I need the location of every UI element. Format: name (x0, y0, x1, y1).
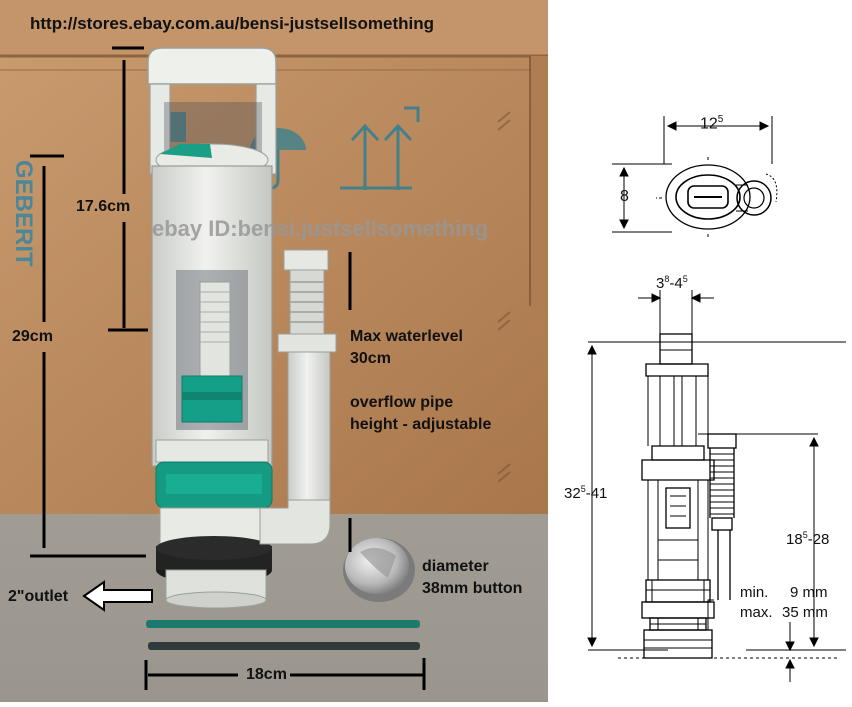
drawing-lines (587, 116, 846, 682)
photo-measure-lines (30, 46, 426, 690)
height-29-label: 29cm (12, 328, 53, 345)
button-dimension: 38-45 (656, 274, 688, 292)
diameter-label-line2: 38mm button (422, 580, 523, 597)
top-width-base: 12 (700, 115, 718, 133)
diameter-label-line1: diameter (422, 558, 489, 575)
overflow-height-dimension: 185-28 (786, 530, 829, 548)
max-value: 35 mm (782, 604, 828, 621)
outlet-label: 2"outlet (8, 588, 69, 605)
flush-valve (147, 47, 277, 609)
total-rest: -41 (585, 485, 608, 502)
photo-scene: GEBERIT (0, 0, 548, 702)
min-value: 9 mm (790, 584, 828, 601)
product-photo: GEBERIT (0, 0, 548, 702)
flush-button (343, 538, 415, 602)
overflow-label-line1: overflow pipe (350, 394, 454, 411)
max-water-label-line2: 30cm (350, 350, 391, 367)
overflow-rest: -28 (807, 531, 830, 548)
overflow-base: 18 (786, 531, 803, 548)
green-rod (146, 620, 420, 628)
total-sup: 5 (580, 484, 586, 494)
overflow-sup: 5 (802, 530, 808, 540)
button-sup-a: 8 (664, 274, 670, 284)
max-label: max. (740, 604, 773, 621)
outlet-arrow (82, 580, 153, 612)
total-height-dimension: 325-41 (564, 484, 607, 502)
top-height-dimension: 8 (620, 188, 629, 205)
store-url-text: http://stores.ebay.com.au/bensi-justsell… (30, 14, 434, 33)
button-dash: -4 (669, 275, 683, 292)
total-base: 32 (564, 485, 581, 502)
button-base-a: 3 (656, 275, 665, 292)
box-staples (497, 111, 511, 483)
top-width-dimension: 125 (700, 114, 723, 133)
width-18-label: 18cm (246, 666, 287, 683)
overflow-label-line2: height - adjustable (350, 416, 492, 433)
max-water-label-line1: Max waterlevel (350, 328, 463, 345)
dark-rod (148, 642, 420, 650)
upper-box (0, 0, 548, 56)
ebay-watermark: ebay ID:bensi.justsellsomething (152, 216, 489, 241)
min-label: min. (740, 584, 769, 601)
box-brand-text: GEBERIT (10, 160, 37, 267)
height-17-6-label: 17.6cm (76, 198, 131, 215)
button-sup-b: 5 (682, 274, 688, 284)
top-width-sup: 5 (717, 114, 724, 125)
overflow-pipe (259, 249, 337, 545)
technical-drawing: 125 8 38-45 325-41 185-28 min. 9 mm max.… (548, 0, 852, 702)
